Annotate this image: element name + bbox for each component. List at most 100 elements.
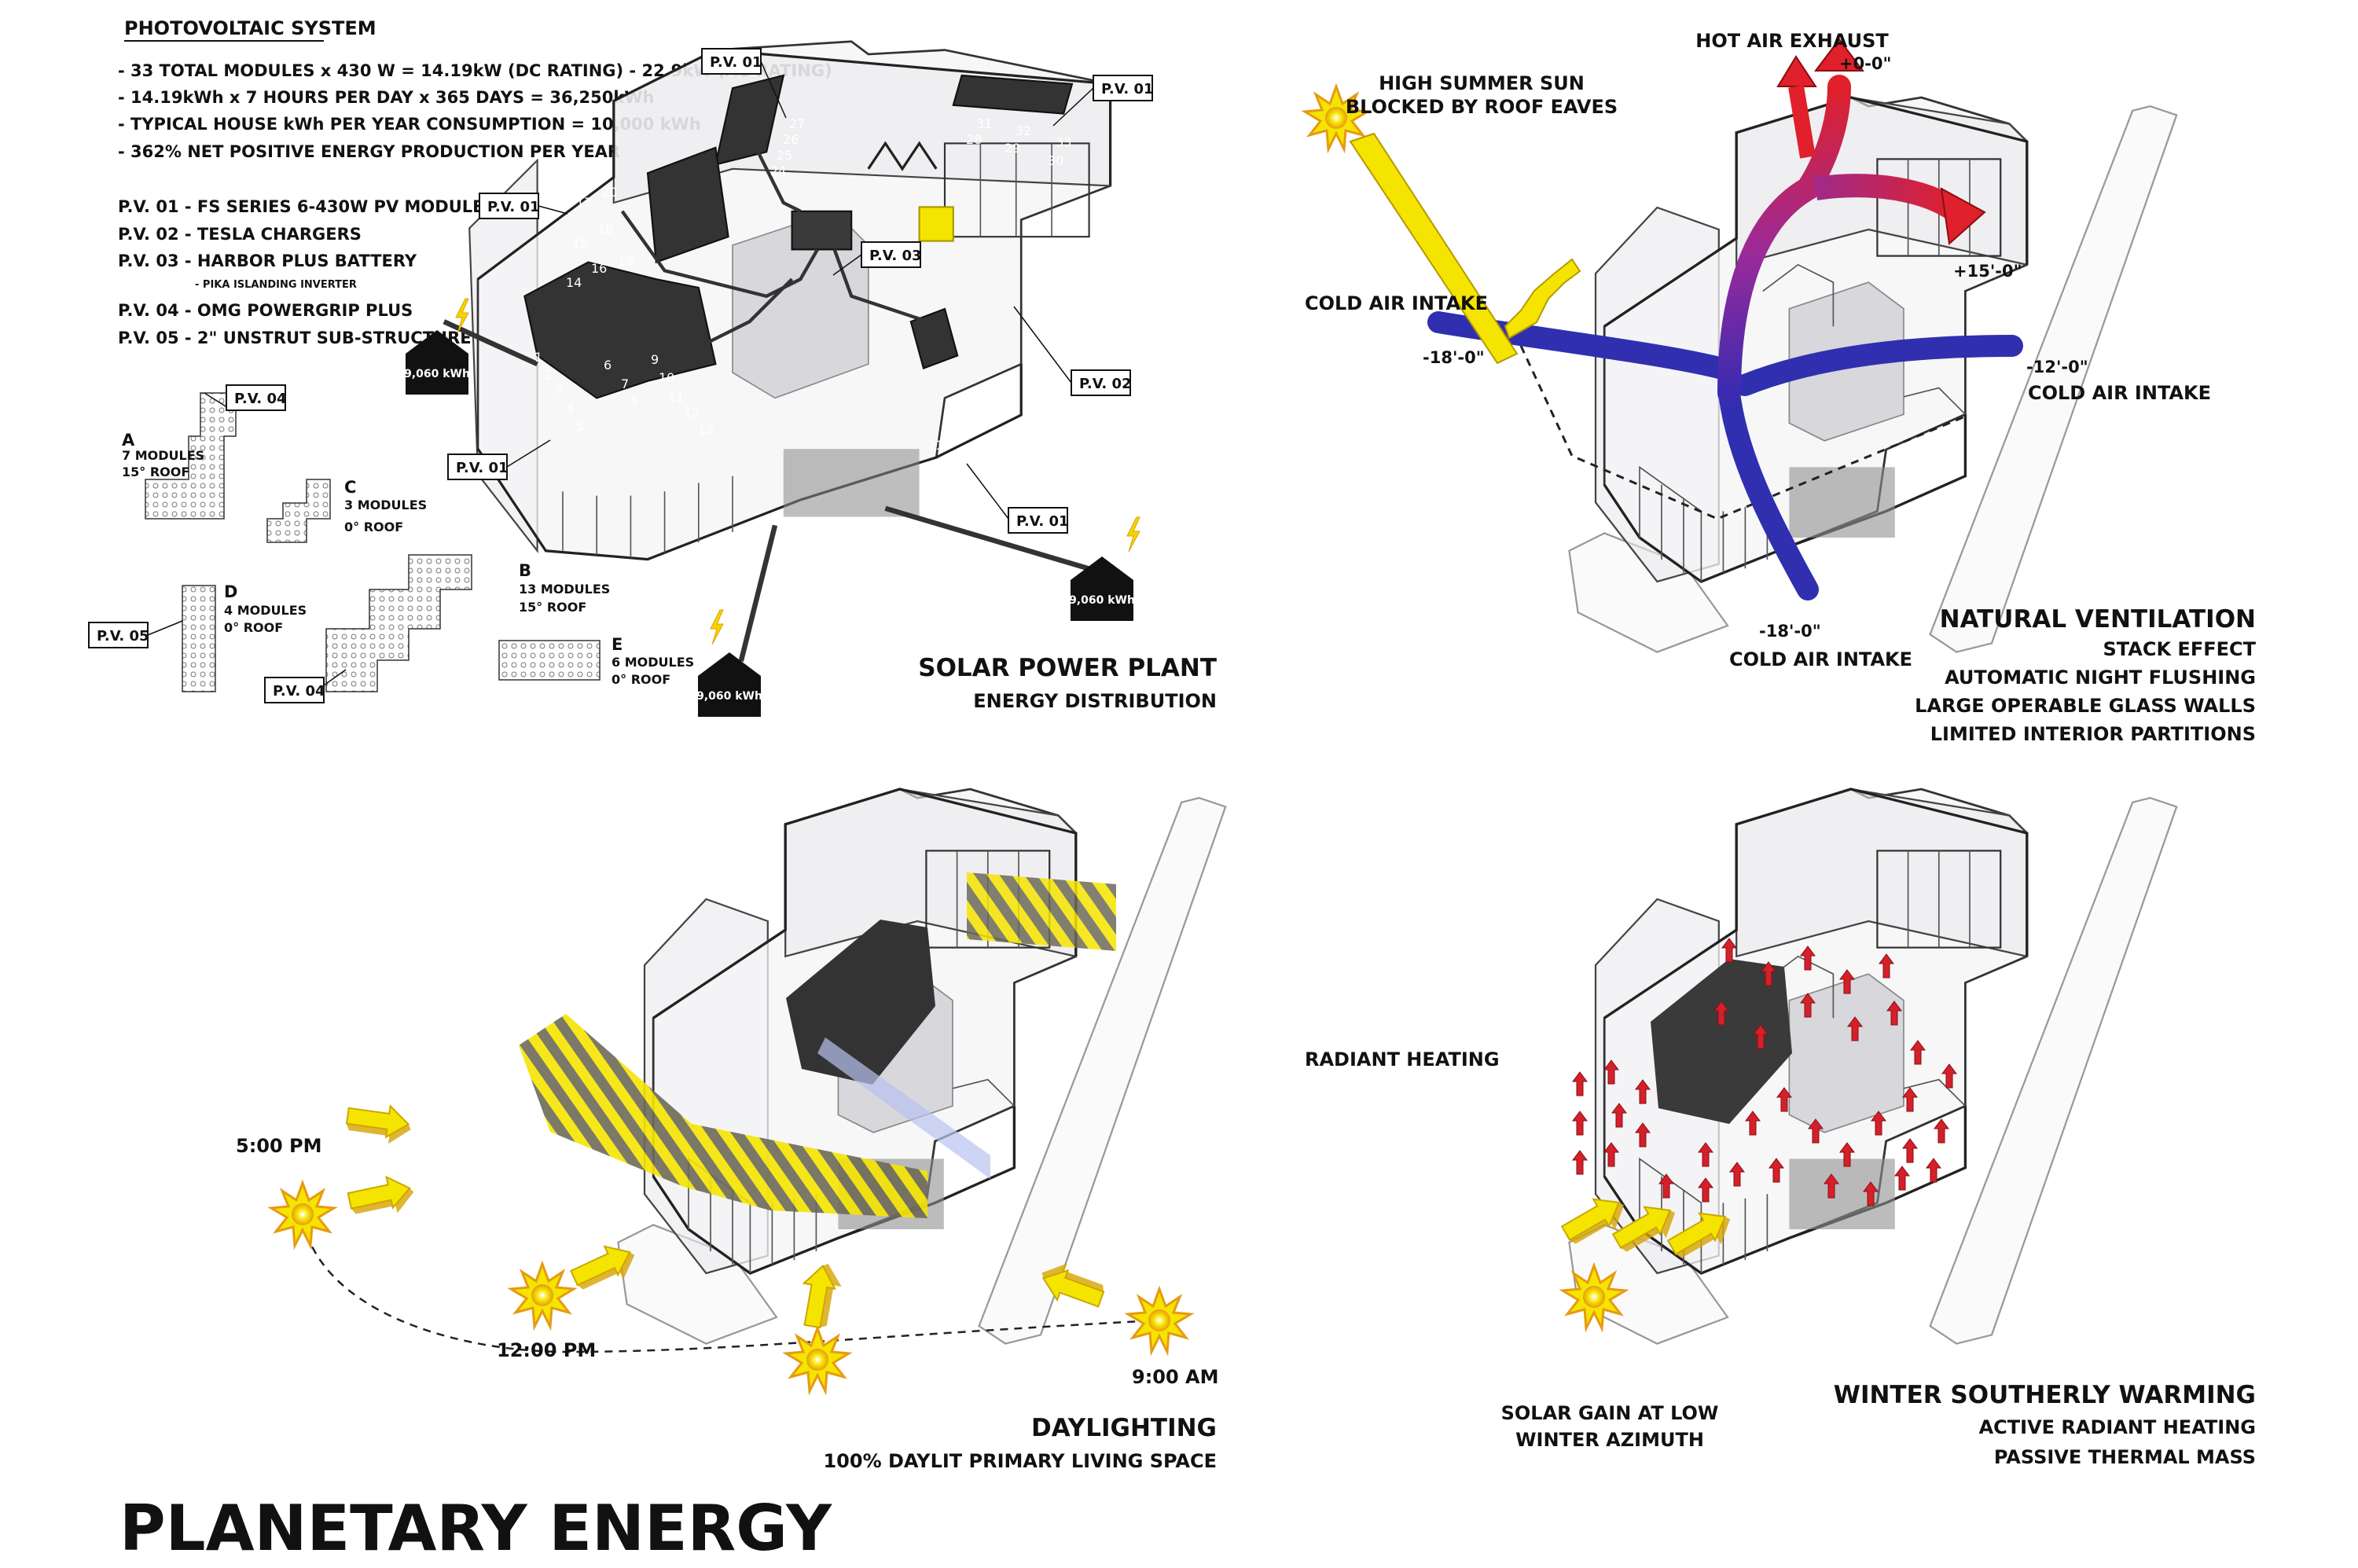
heat-arrow-icon (1572, 1071, 1588, 1096)
pv02-charger (918, 206, 954, 242)
arrow-icon (795, 1259, 847, 1331)
cold-air-pipe-bottom (1718, 382, 1819, 600)
pv-array-top-right (952, 74, 1074, 115)
cold-air-left-label: COLD AIR INTAKE (1305, 292, 1488, 314)
callout-pv04-a: P.V. 04 (226, 384, 287, 411)
page-title: PLANETARY ENERGY (119, 1492, 832, 1565)
sun-icon (784, 1327, 850, 1393)
sun-icon (1126, 1287, 1192, 1353)
winter-section: RADIANT HEATING SOLAR GAIN AT LOW WINTER… (1305, 788, 2256, 1468)
svg-text:27: 27 (789, 116, 805, 131)
svg-text:P.V. 04: P.V. 04 (273, 683, 325, 700)
pv-legend-4: P.V. 04 - OMG POWERGRIP PLUS (118, 301, 413, 320)
ventilation-item-1: AUTOMATIC NIGHT FLUSHING (1945, 666, 2256, 689)
heat-arrow-icon (1572, 1150, 1588, 1175)
svg-text:16: 16 (591, 261, 607, 276)
array-d-letter: D (224, 582, 237, 601)
arrow-icon (343, 1099, 415, 1148)
pv-stat-2: - TYPICAL HOUSE kWh PER YEAR CONSUMPTION… (118, 115, 701, 134)
arrow-icon (1776, 55, 1817, 87)
array-d-roof: 0° ROOF (224, 620, 283, 635)
pv-array-right-small (909, 307, 959, 370)
svg-text:1: 1 (534, 350, 542, 365)
array-b-modules: 13 MODULES (519, 582, 610, 597)
callout-pv01-top: P.V. 01 (701, 48, 787, 119)
svg-text:6: 6 (604, 358, 612, 373)
callout-pv01-right: P.V. 01 (966, 463, 1069, 534)
sun-label-1: HIGH SUMMER SUN (1379, 72, 1585, 94)
svg-text:5: 5 (575, 419, 583, 434)
sun-icon (270, 1181, 336, 1247)
svg-text:12: 12 (684, 405, 700, 420)
solar-building (443, 40, 1115, 662)
svg-text:P.V. 03: P.V. 03 (869, 248, 922, 264)
ventilation-item-0: STACK EFFECT (2103, 638, 2257, 660)
svg-text:9,060 kWh: 9,060 kWh (1069, 594, 1135, 607)
array-a: A 7 MODULES 15° ROOF (122, 392, 237, 520)
array-e-roof: 0° ROOF (612, 672, 670, 687)
svg-text:P.V. 04: P.V. 04 (234, 391, 287, 407)
array-b: B 13 MODULES 15° ROOF (325, 554, 610, 692)
daylighting-panel-subtitle: 100% DAYLIT PRIMARY LIVING SPACE (823, 1450, 1217, 1472)
svg-text:3: 3 (555, 383, 563, 398)
callout-pv01-bottomleft: P.V. 01 (447, 439, 551, 480)
daylighting-building (616, 788, 1227, 1346)
winter-item-1: PASSIVE THERMAL MASS (1994, 1446, 2256, 1468)
sun-icon (509, 1262, 575, 1328)
svg-text:18: 18 (597, 222, 613, 237)
ventilation-item-2: LARGE OPERABLE GLASS WALLS (1915, 695, 2256, 717)
elev-top-label: +0-0" (1839, 54, 1891, 73)
callout-pv01-left: P.V. 01 (479, 193, 568, 219)
pv-legend-1: P.V. 02 - TESLA CHARGERS (118, 225, 362, 244)
radiant-heating-label: RADIANT HEATING (1305, 1048, 1500, 1070)
svg-text:P.V. 02: P.V. 02 (1079, 376, 1132, 392)
pv-stat-3: - 362% NET POSITIVE ENERGY PRODUCTION PE… (118, 142, 620, 161)
heat-arrow-icon (1902, 1138, 1918, 1163)
array-e-modules: 6 MODULES (612, 655, 694, 670)
callout-pv03: P.V. 03 (832, 241, 922, 276)
svg-text:13: 13 (698, 422, 714, 437)
svg-text:33: 33 (1056, 134, 1071, 149)
svg-text:7: 7 (621, 376, 629, 391)
svg-text:31: 31 (976, 116, 992, 131)
ventilation-section: HIGH SUMMER SUN BLOCKED BY ROOF EAVES HO… (1303, 30, 2257, 745)
time-12pm-label: 12:00 PM (497, 1339, 596, 1361)
svg-text:23: 23 (957, 403, 973, 418)
cold-air-pipe-right (1734, 335, 2023, 396)
elev-right-label: +15'-0" (1953, 262, 2022, 281)
array-d: D 4 MODULES 0° ROOF (182, 582, 307, 692)
elev-mid-right-label: -12'-0" (2026, 358, 2088, 376)
cold-air-right-label: COLD AIR INTAKE (2028, 382, 2211, 404)
solar-panel-section: PHOTOVOLTAIC SYSTEM - 33 TOTAL MODULES x… (88, 17, 1217, 717)
array-a-roof: 15° ROOF (122, 465, 189, 479)
daylit-floor (519, 1014, 927, 1218)
svg-text:14: 14 (566, 275, 582, 290)
ventilation-item-3: LIMITED INTERIOR PARTITIONS (1930, 723, 2256, 745)
elev-left-label: -18'-0" (1423, 348, 1485, 367)
svg-text:8: 8 (630, 393, 638, 408)
arrow-icon (345, 1171, 418, 1224)
array-a-letter: A (122, 431, 135, 450)
callout-pv02: P.V. 02 (1013, 306, 1132, 396)
sun-ray (1349, 132, 1519, 365)
heat-arrow-icon (1934, 1118, 1949, 1144)
lightning-icon (710, 609, 724, 645)
heat-arrow-icon (1572, 1111, 1588, 1136)
svg-text:P.V. 01: P.V. 01 (487, 199, 540, 215)
svg-text:30: 30 (1048, 153, 1063, 168)
solar-panel-subtitle: ENERGY DISTRIBUTION (973, 690, 1217, 712)
pv-stat-1: - 14.19kWh x 7 HOURS PER DAY x 365 DAYS … (118, 88, 654, 107)
array-c-roof: 0° ROOF (344, 520, 403, 534)
pv-legend-3: - PIKA ISLANDING INVERTER (195, 279, 357, 291)
array-c-modules: 3 MODULES (344, 498, 427, 512)
svg-text:24: 24 (770, 163, 786, 178)
house-icon: 9,060 kWh (696, 652, 762, 717)
array-d-modules: 4 MODULES (224, 603, 307, 618)
array-c-letter: C (344, 478, 356, 497)
svg-text:32: 32 (1016, 123, 1031, 138)
svg-text:20: 20 (601, 185, 617, 200)
hot-air-exhaust-label: HOT AIR EXHAUST (1695, 30, 1889, 52)
heat-arrow-icon (1894, 1166, 1910, 1191)
svg-text:21: 21 (927, 438, 943, 453)
